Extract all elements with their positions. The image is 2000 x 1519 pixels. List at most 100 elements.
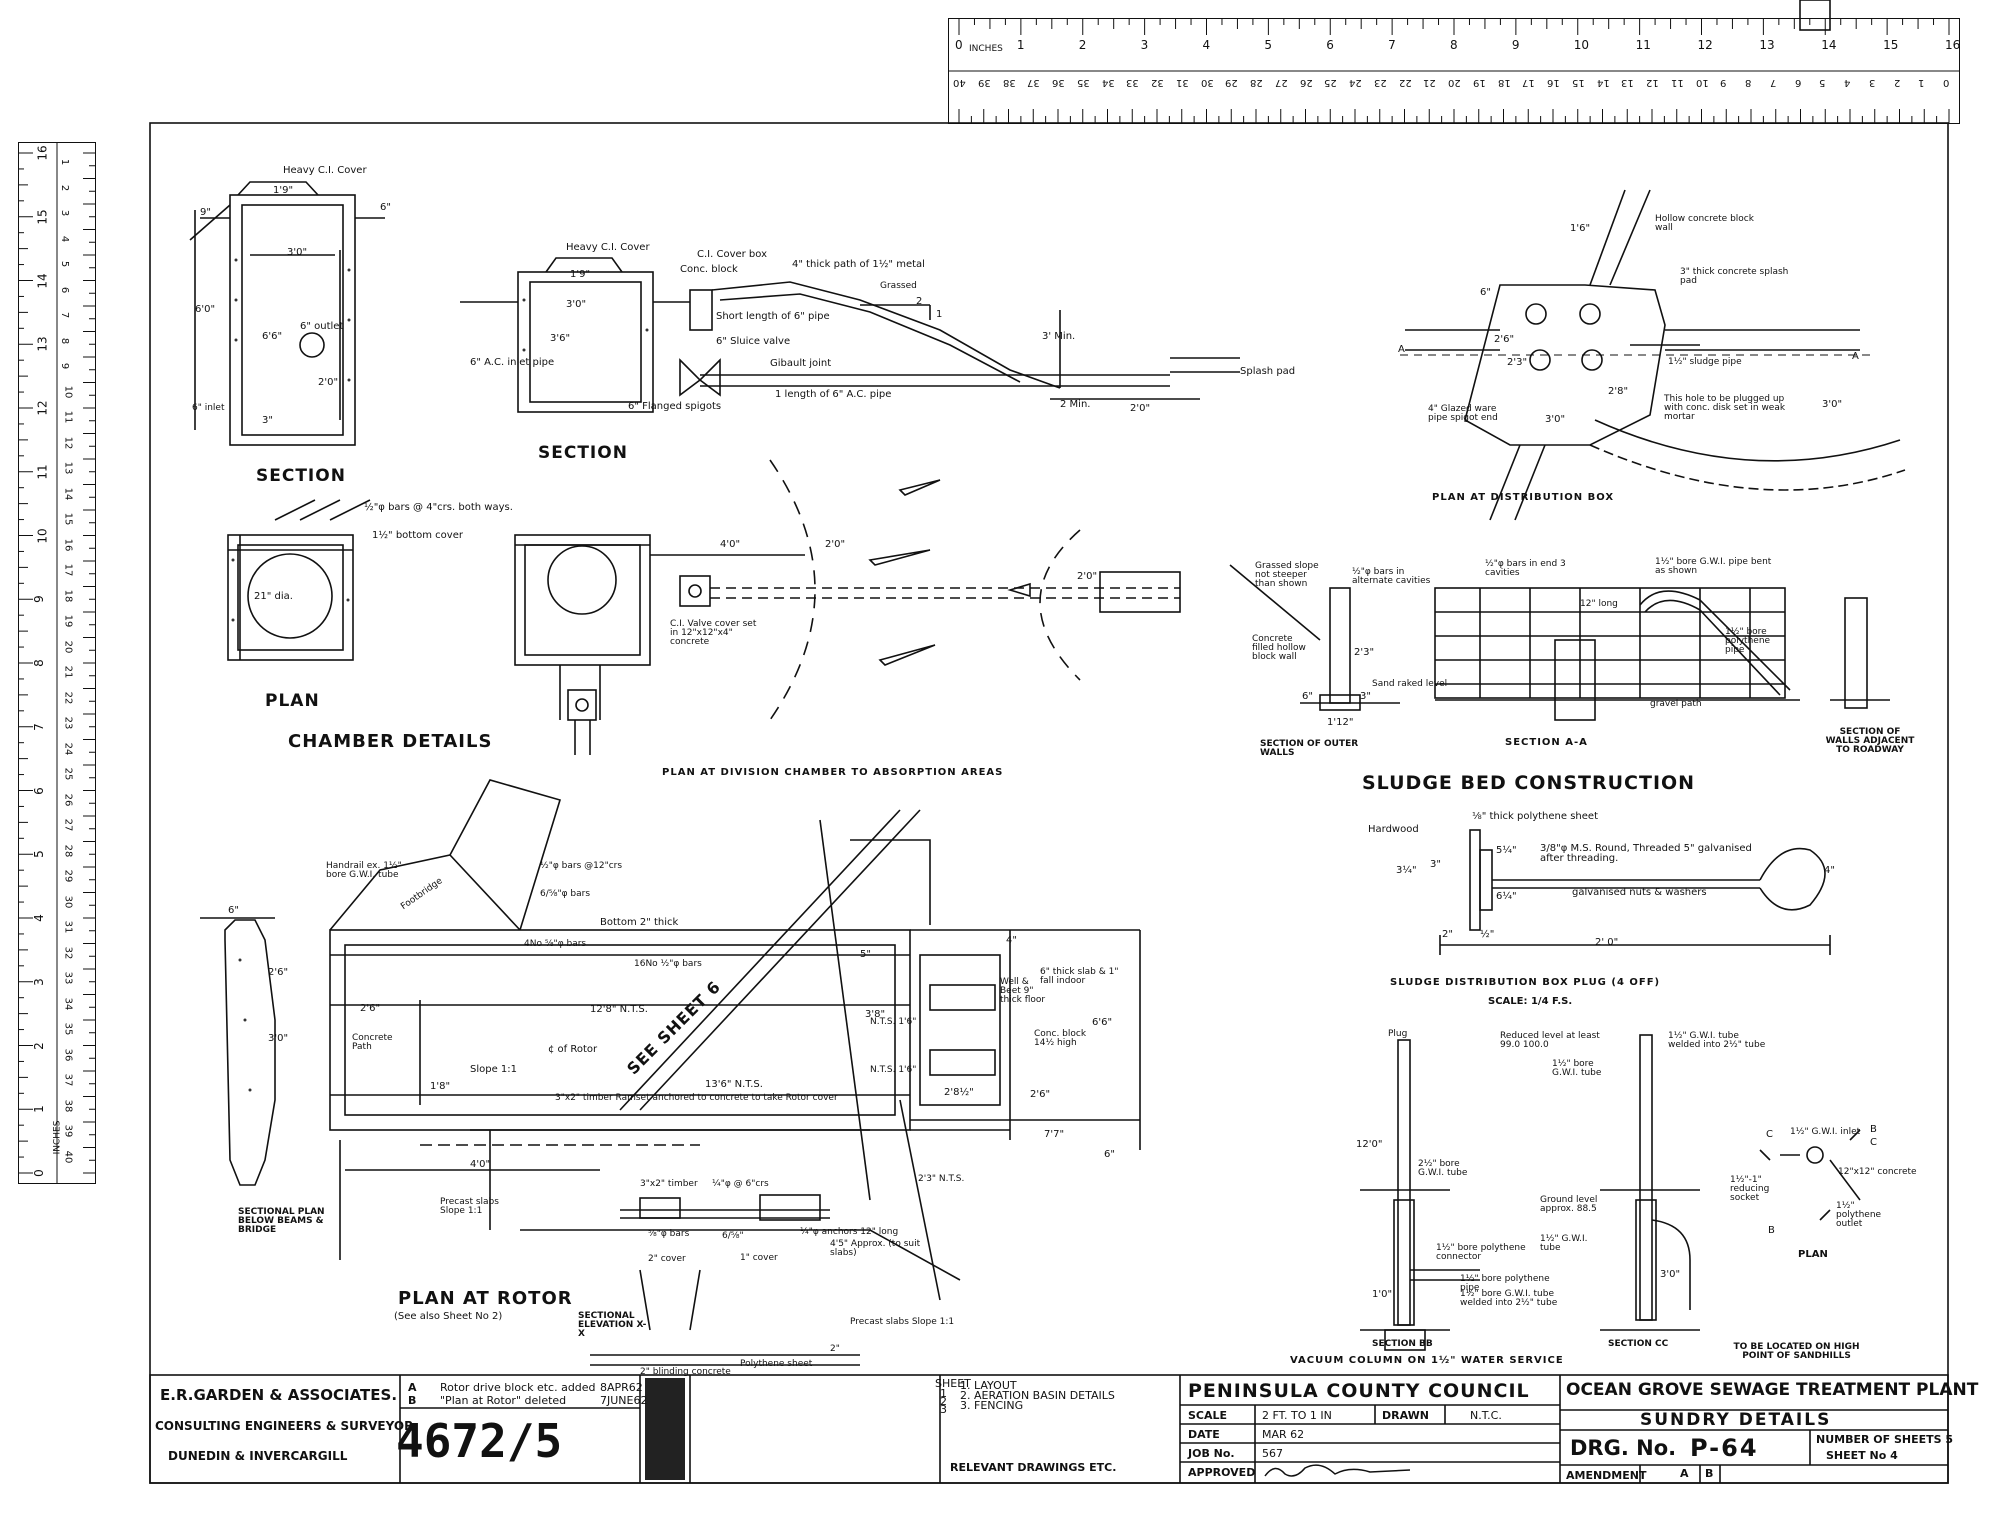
section-cc-drawing — [1600, 1034, 1700, 1331]
drawn-value: N.T.C. — [1470, 1409, 1502, 1422]
sectional-elevation-note-10: 2" blinding concrete — [640, 1367, 731, 1377]
sectional-elevation-note-9: Precast slabs Slope 1:1 — [850, 1317, 955, 1327]
section-aa-note-0: ½"φ bars in end 3 cavities — [1485, 559, 1566, 578]
rotor-note-30: 5" — [860, 949, 871, 960]
top-ruler-inch-number: 10 — [1573, 38, 1590, 52]
division-section-note-9: 6" A.C. inlet pipe — [470, 357, 555, 368]
division-plan-title: PLAN AT DIVISION CHAMBER TO ABSORPTION A… — [662, 767, 1004, 778]
sectional-plan-beams-note-1: 2'6" — [268, 967, 289, 978]
sectional-elevation-note-6: 1" cover — [740, 1253, 778, 1263]
division-section-note-17: 1'9" — [570, 269, 591, 280]
rotor-plan-drawing — [329, 779, 1141, 1301]
rotor-note-27: Precast slabs Slope 1:1 — [440, 1197, 499, 1216]
division-section-note-16: 3'6" — [550, 333, 571, 344]
vacuum-note-6: Ground level approx. 88.5 — [1540, 1195, 1598, 1214]
plug-note-4: 2' 0" — [1595, 937, 1619, 948]
approved-label: APPROVED — [1188, 1466, 1256, 1479]
plug-note-8: 3" — [1430, 859, 1441, 870]
section-aa-drawing — [1434, 587, 1890, 721]
division-section-note-12: 2 Min. — [1060, 399, 1091, 410]
chamber-section-note-5: 6'0" — [195, 304, 216, 315]
amendment-letter-a: A — [1680, 1467, 1689, 1480]
sectional-elevation-note-1: ¼"φ @ 6"crs — [712, 1179, 769, 1189]
vacuum-note-0: Plug — [1388, 1029, 1408, 1039]
plug-note-0: Hardwood — [1368, 824, 1419, 835]
amendment-label: AMENDMENT — [1566, 1469, 1647, 1482]
chamber-plan-note-2: 21" dia. — [254, 591, 293, 602]
rotor-note-10: N.T.S. 1'6" — [870, 1017, 917, 1027]
date-value: MAR 62 — [1262, 1428, 1305, 1441]
division-section-note-14: Splash pad — [1240, 366, 1296, 377]
section-cc-title: SECTION CC — [1608, 1339, 1669, 1349]
plug-detail-scale: SCALE: 1/4 F.S. — [1488, 996, 1573, 1007]
sectional-elevation-drawing — [590, 1194, 860, 1366]
amendment-letter-b: B — [1705, 1467, 1714, 1480]
rotor-note-5: ½"φ bars @12"crs — [540, 861, 623, 871]
vacuum-plan-note-1: 1½" polythene outlet — [1836, 1201, 1882, 1229]
rotor-note-28: 6" — [1104, 1149, 1115, 1160]
sectional-elevation-note-8: 2'3" N.T.S. — [918, 1174, 965, 1184]
top-ruler-inch-number: 13 — [1759, 38, 1775, 52]
rotor-note-24: 4'0" — [470, 1159, 491, 1170]
rotor-note-16: Well & Beet 9" thick floor — [1000, 977, 1046, 1005]
sheet-no-label: SHEET No 4 — [1826, 1449, 1898, 1462]
sectional-elevation-note-3: 2" cover — [648, 1254, 686, 1264]
num-sheets-label: NUMBER OF SHEETS 5 — [1816, 1433, 1954, 1446]
rotor-note-12: Slope 1:1 — [470, 1064, 518, 1075]
vacuum-note-10: 1½" bore G.W.I. tube welded into 2½" tub… — [1460, 1289, 1558, 1308]
vacuum-plan-note-5: B — [1768, 1225, 1775, 1236]
chamber-details-title: CHAMBER DETAILS — [288, 731, 493, 752]
section-outer-walls-note-6: 3" — [1360, 691, 1371, 702]
section-walls-roadway-title: SECTION OF WALLS ADJACENT TO ROADWAY — [1825, 727, 1915, 755]
chamber-section-note-8: 9" — [200, 207, 211, 218]
top-ruler-inch-number: 9 — [1511, 38, 1520, 52]
sectional-elevation-note-5: ¼"φ anchors 12" long — [800, 1227, 899, 1237]
rotor-note-23: 1'8" — [430, 1081, 451, 1092]
distribution-plan-note-2: 1½" sludge pipe — [1668, 357, 1742, 367]
chamber-section-note-2: 6" inlet — [192, 403, 225, 413]
rotor-plan-title: PLAN AT ROTOR — [398, 1288, 573, 1309]
vacuum-plan-title: PLAN — [1798, 1249, 1828, 1260]
division-section-note-7: Gibault joint — [770, 358, 832, 369]
division-section-note-3: 4" thick path of 1½" metal — [792, 259, 925, 270]
vacuum-note-2: 2½" bore G.W.I. tube — [1418, 1159, 1468, 1178]
distribution-plan-note-1: 3" thick concrete splash pad — [1680, 267, 1789, 286]
distribution-plan-note-7: 2'6" — [1494, 334, 1515, 345]
sheet-ref-1: 1. LAYOUT — [960, 1379, 1017, 1392]
division-plan-drawing — [514, 459, 1181, 755]
chamber-plan-drawing — [227, 499, 371, 661]
plug-note-11: 4" — [1824, 865, 1835, 876]
division-section-title: SECTION — [538, 443, 628, 463]
sheet-ref-num-1: 1 — [940, 1387, 947, 1400]
scale-value: 2 FT. TO 1 IN — [1262, 1409, 1332, 1422]
scale-label: SCALE — [1188, 1409, 1228, 1422]
rotor-note-22: 3'8" — [865, 1009, 886, 1020]
section-bb-drawing — [1360, 1039, 1480, 1351]
firm-line-2: CONSULTING ENGINEERS & SURVEYOR — [155, 1419, 414, 1433]
division-section-note-19: 1 — [936, 309, 943, 320]
left-ruler-ticks — [19, 143, 95, 1183]
distribution-plan-note-3: This hole to be plugged up with conc. di… — [1664, 394, 1786, 422]
division-section-note-15: 3'0" — [566, 299, 587, 310]
distribution-plan-note-4: 4" Glazed ware pipe spigot end — [1428, 404, 1498, 423]
top-ruler-inch-number: 7 — [1388, 38, 1396, 52]
vacuum-note-7: 1½" G.W.I. tube — [1540, 1234, 1588, 1253]
rotor-note-13: 3"x2" timber Ramset anchored to concrete… — [555, 1093, 838, 1103]
rotor-note-0: Handrail ex. 1½" bore G.W.I. tube — [326, 861, 402, 880]
amendment-a-letter: A — [408, 1381, 417, 1394]
rotor-note-15: 6" thick slab & 1" fall indoor — [1040, 967, 1119, 986]
plug-note-2: 3/8"φ M.S. Round, Threaded 5" galvanised… — [1540, 843, 1752, 864]
sectional-plan-beams-title: SECTIONAL PLAN BELOW BEAMS & BRIDGE — [238, 1207, 325, 1235]
concrete-hatch — [231, 258, 649, 1092]
division-plan-note-0: 4'0" — [720, 539, 741, 550]
plug-detail-drawing — [1439, 829, 1831, 955]
vacuum-note-11: 3'0" — [1660, 1269, 1681, 1280]
chamber-section-note-7: 2'0" — [318, 377, 339, 388]
division-section-note-4: Grassed — [880, 281, 917, 291]
section-outer-walls-note-5: 6" — [1302, 691, 1313, 702]
rotor-note-18: 6'6" — [1092, 1017, 1113, 1028]
date-label: DATE — [1188, 1428, 1220, 1441]
top-ruler-inch-number: 16 — [1945, 38, 1961, 52]
section-outer-walls-note-1: ½"φ bars in alternate cavities — [1352, 567, 1431, 586]
